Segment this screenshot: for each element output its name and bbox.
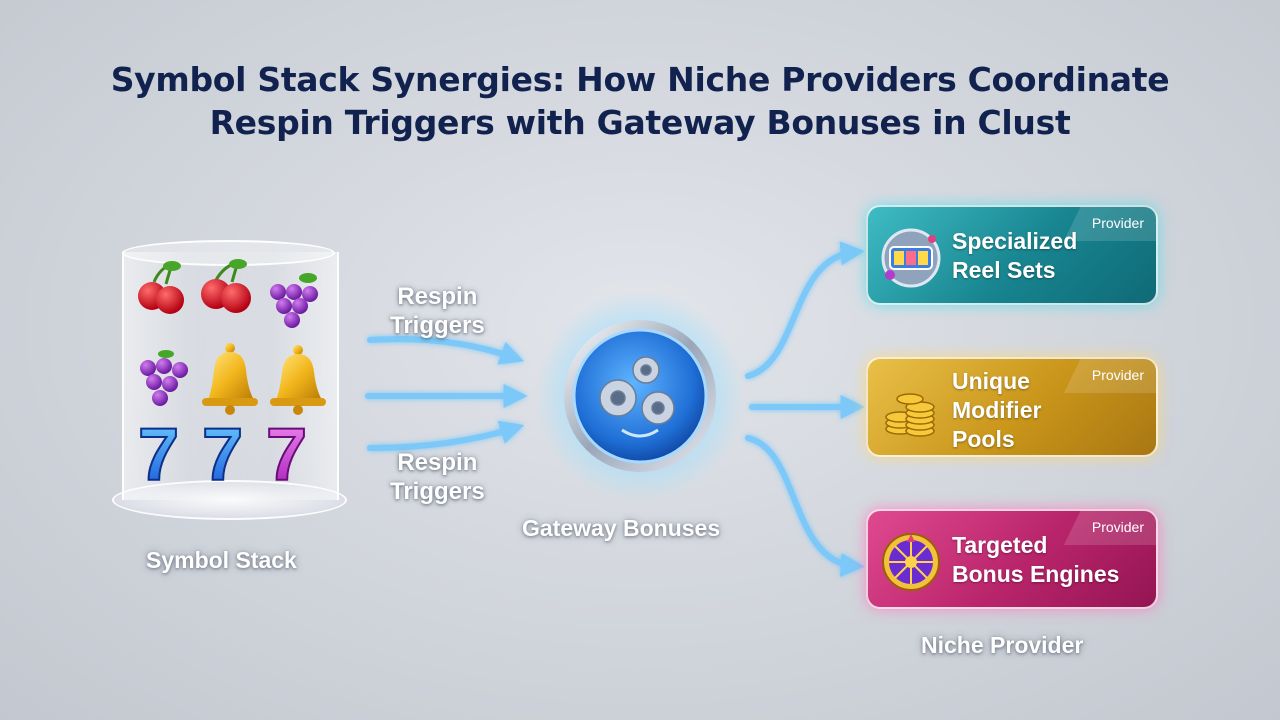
bell-icon xyxy=(202,343,258,415)
page-title: Symbol Stack Synergies: How Niche Provid… xyxy=(40,58,1240,144)
arrow-to-reel-sets xyxy=(745,241,865,379)
card-title-line: Pools xyxy=(952,426,1015,452)
provider-tag: Provider xyxy=(1063,359,1156,393)
niche-provider-label: Niche Provider xyxy=(921,632,1084,658)
card-title-line: Bonus Engines xyxy=(952,561,1120,587)
svg-text:7: 7 xyxy=(266,413,307,496)
grapes-icon xyxy=(140,350,188,406)
trigger-bottom-line-2: Triggers xyxy=(390,478,485,505)
trigger-bottom-line-1: Respin xyxy=(397,449,478,476)
arrow-top-trigger xyxy=(367,336,525,365)
gateway-bonuses-label: Gateway Bonuses xyxy=(522,515,721,541)
symbol-grid: 7 7 7 xyxy=(137,259,326,497)
seven-symbol-icon: 7 7 7 xyxy=(137,412,308,497)
reel-gear-icon xyxy=(881,228,941,288)
provider-card-bonus-engines: Provider Targeted Bonus Engines xyxy=(866,509,1158,609)
card-title-line: Targeted xyxy=(952,532,1048,558)
title-line-1: Symbol Stack Synergies: How Niche Provid… xyxy=(110,60,1170,99)
respin-trigger-label-top: Respin Triggers xyxy=(390,282,485,340)
arrow-to-bonus-engines xyxy=(745,435,865,578)
bonus-wheel-icon xyxy=(882,533,940,591)
svg-text:7: 7 xyxy=(138,413,179,496)
provider-tag: Provider xyxy=(1063,511,1156,545)
gateway-hub xyxy=(535,291,745,501)
provider-card-modifier-pools: Provider Unique Modifier Pools xyxy=(866,357,1158,457)
symbol-stack-cylinder: 7 7 7 xyxy=(112,240,347,520)
arrow-bottom-trigger xyxy=(367,420,525,451)
respin-trigger-label-bottom: Respin Triggers xyxy=(390,448,485,506)
svg-text:7: 7 xyxy=(202,413,243,496)
card-title-line: Specialized xyxy=(952,228,1078,254)
bell-icon xyxy=(270,345,326,415)
trigger-top-line-2: Triggers xyxy=(390,312,485,339)
card-title-line: Modifier xyxy=(952,397,1042,423)
card-title-line: Unique xyxy=(952,368,1030,394)
cherries-icon xyxy=(138,261,184,314)
gears-icon xyxy=(599,356,675,425)
trigger-top-line-1: Respin xyxy=(397,283,478,310)
title-line-2: Respin Triggers with Gateway Bonuses in … xyxy=(209,103,1071,142)
provider-card-reel-sets: Provider Specialized Reel Sets xyxy=(866,205,1158,305)
symbol-stack-label: Symbol Stack xyxy=(146,547,297,573)
grapes-icon xyxy=(270,273,318,328)
coin-stack-icon xyxy=(885,393,935,437)
card-title-line: Reel Sets xyxy=(952,257,1056,283)
cherries-icon xyxy=(201,259,251,313)
provider-tag: Provider xyxy=(1063,207,1156,241)
